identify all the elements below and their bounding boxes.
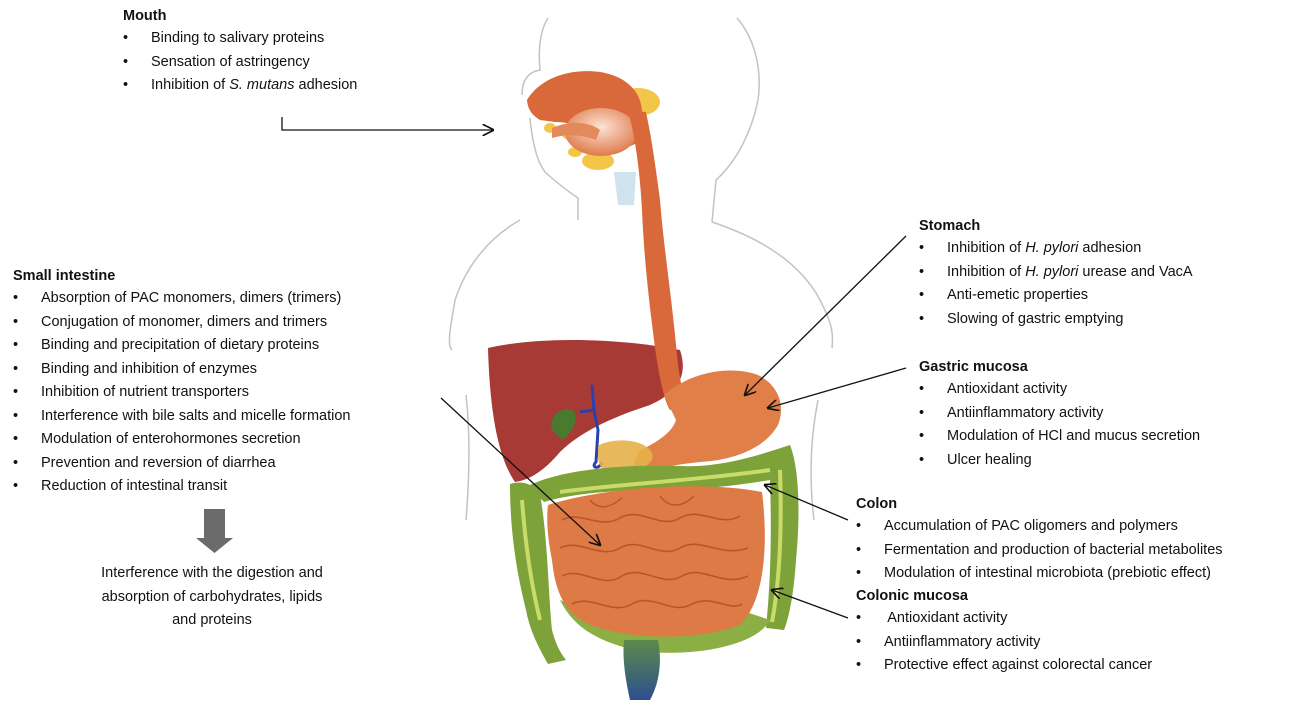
stomach-block: Stomach Inhibition of H. pylori adhesion… bbox=[919, 215, 1193, 331]
list-item: Binding and inhibition of enzymes bbox=[13, 358, 350, 382]
trachea bbox=[614, 172, 636, 205]
list-item: Inhibition of H. pylori urease and VacA bbox=[919, 261, 1193, 285]
list-item: Antiinflammatory activity bbox=[856, 631, 1152, 655]
list-item: Modulation of enterohormones secretion bbox=[13, 428, 350, 452]
colonic-mucosa-block: Colonic mucosa Antioxidant activity Anti… bbox=[856, 585, 1152, 678]
list-item: Prevention and reversion of diarrhea bbox=[13, 452, 350, 476]
rectum bbox=[623, 640, 659, 700]
list-item: Modulation of intestinal microbiota (pre… bbox=[856, 562, 1223, 586]
list-item: Reduction of intestinal transit bbox=[13, 475, 350, 499]
colonic-mucosa-title: Colonic mucosa bbox=[856, 585, 1152, 607]
list-item: Antiinflammatory activity bbox=[919, 402, 1200, 426]
list-item: Modulation of HCl and mucus secretion bbox=[919, 425, 1200, 449]
list-item: Binding to salivary proteins bbox=[123, 27, 357, 51]
mouth-arrow bbox=[282, 117, 493, 130]
list-item: Binding and precipitation of dietary pro… bbox=[13, 334, 350, 358]
list-item: Antioxidant activity bbox=[856, 607, 1152, 631]
list-item: Absorption of PAC monomers, dimers (trim… bbox=[13, 287, 350, 311]
gastric-mucosa-title: Gastric mucosa bbox=[919, 356, 1200, 378]
list-item: Protective effect against colorectal can… bbox=[856, 654, 1152, 678]
colon-block: Colon Accumulation of PAC oligomers and … bbox=[856, 493, 1223, 586]
list-item: Ulcer healing bbox=[919, 449, 1200, 473]
stomach-arrow bbox=[745, 236, 906, 395]
list-item: Inhibition of S. mutans adhesion bbox=[123, 74, 357, 98]
list-item: Accumulation of PAC oligomers and polyme… bbox=[856, 515, 1223, 539]
gastric-mucosa-block: Gastric mucosa Antioxidant activity Anti… bbox=[919, 356, 1200, 472]
list-item: Sensation of astringency bbox=[123, 51, 357, 75]
list-item: Interference with bile salts and micelle… bbox=[13, 405, 350, 429]
small-intestine-title: Small intestine bbox=[13, 265, 350, 287]
small-intestine-conclusion: Interference with the digestion and abso… bbox=[40, 562, 384, 633]
list-item: Inhibition of H. pylori adhesion bbox=[919, 237, 1193, 261]
list-item: Fermentation and production of bacterial… bbox=[856, 539, 1223, 563]
conclusion-line: and proteins bbox=[40, 609, 384, 633]
list-item: Anti-emetic properties bbox=[919, 284, 1193, 308]
list-item: Inhibition of nutrient transporters bbox=[13, 381, 350, 405]
list-item: Antioxidant activity bbox=[919, 378, 1200, 402]
small-intestine-block: Small intestine Absorption of PAC monome… bbox=[13, 265, 350, 499]
list-item: Conjugation of monomer, dimers and trime… bbox=[13, 311, 350, 335]
conclusion-line: Interference with the digestion and bbox=[40, 562, 384, 586]
stomach-title: Stomach bbox=[919, 215, 1193, 237]
colon-title: Colon bbox=[856, 493, 1223, 515]
mouth-block: Mouth Binding to salivary proteins Sensa… bbox=[123, 5, 357, 98]
small-intestine bbox=[547, 486, 765, 636]
list-item: Slowing of gastric emptying bbox=[919, 308, 1193, 332]
gastric-mucosa-arrow bbox=[768, 368, 906, 408]
down-arrow bbox=[196, 509, 233, 553]
conclusion-line: absorption of carbohydrates, lipids bbox=[40, 586, 384, 610]
mouth-title: Mouth bbox=[123, 5, 357, 27]
